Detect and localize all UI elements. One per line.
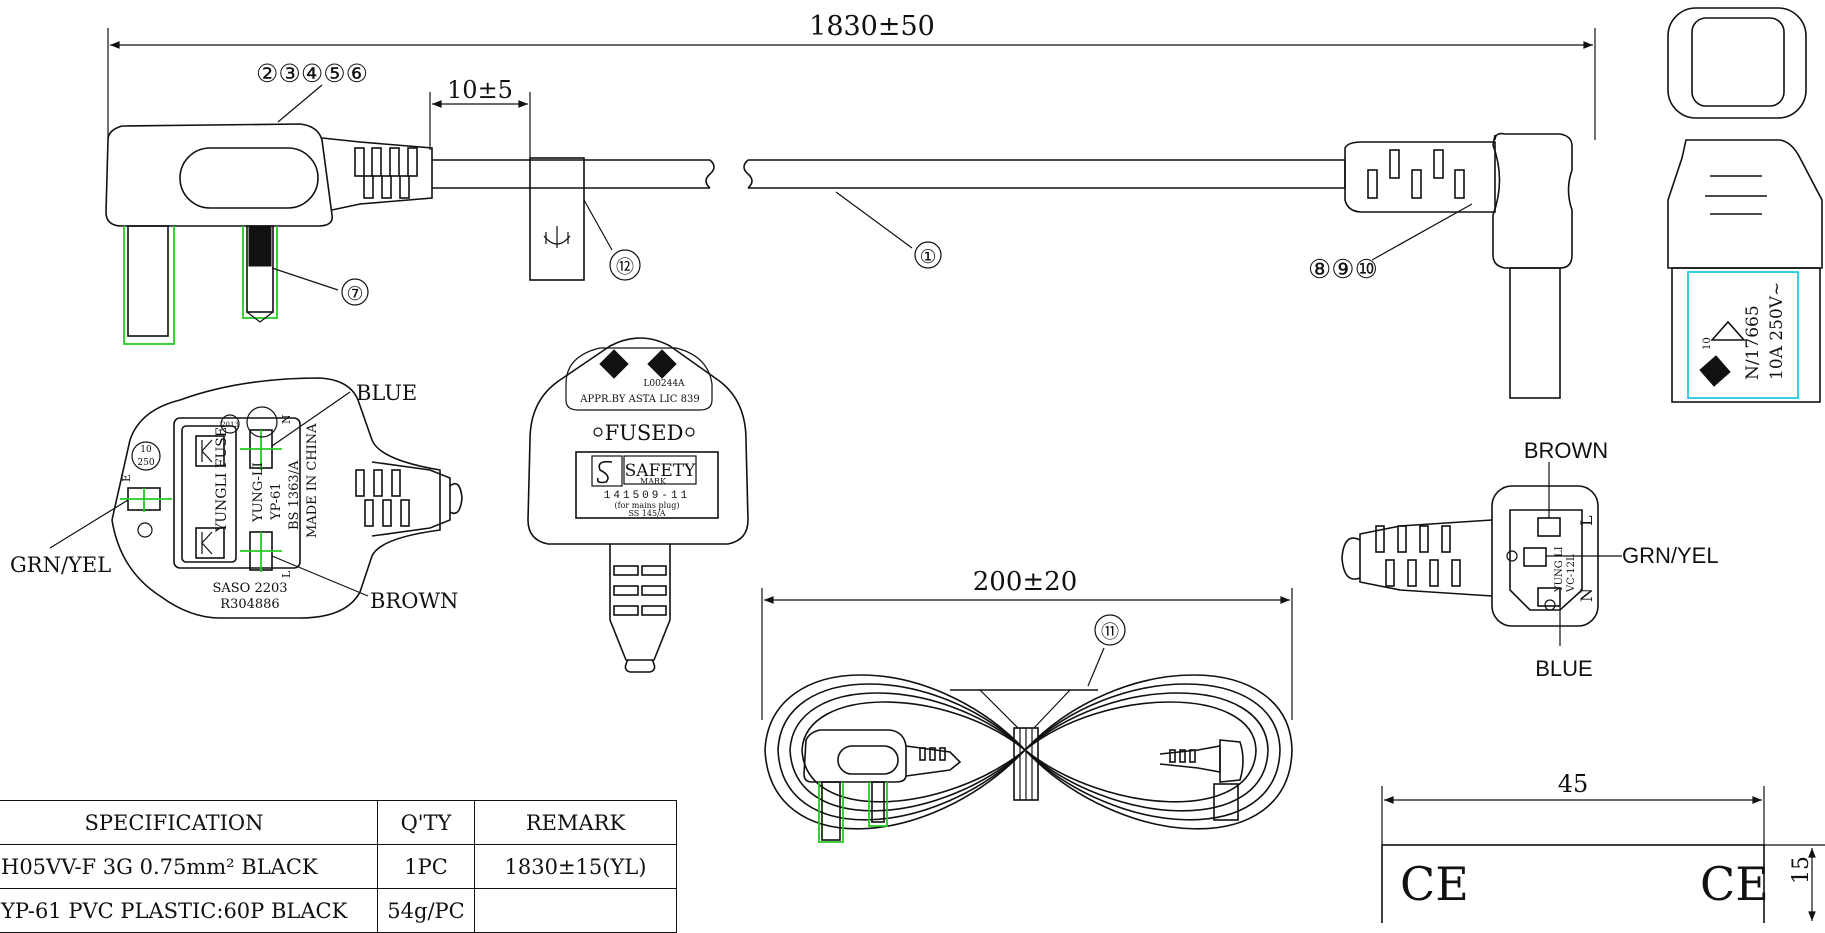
- plug-side-view: [105, 84, 433, 345]
- overall-length-dimension: 1830±50: [107, 11, 1596, 140]
- cable-bundle: [764, 647, 1293, 843]
- plug-license-code: L00244A: [643, 379, 685, 389]
- connector-wire-blue: BLUE: [1535, 656, 1592, 681]
- callout-connector-parts: ⑧⑨⑩: [1308, 255, 1378, 285]
- connector-cert-small: 10: [1702, 337, 1713, 350]
- ce-label: CE CE: [1381, 844, 1769, 923]
- label-width-value: 45: [1558, 770, 1589, 798]
- plug-standard: BS 1363/A: [287, 460, 302, 530]
- plug-origin: MADE IN CHINA: [305, 423, 320, 538]
- connector-cert: N/17665: [1743, 305, 1763, 380]
- bom-cell-spec: YP-61 PVC PLASTIC:60P BLACK: [0, 888, 378, 933]
- plug-saso: SASO 2203: [212, 581, 287, 596]
- callout-11-circle: [1094, 614, 1126, 646]
- plug-rating-bottom: 250: [137, 458, 154, 468]
- bom-header-qty: Q'TY: [377, 800, 475, 845]
- bom-cell-remark: [474, 888, 677, 933]
- bundle-length-value: 200±20: [973, 567, 1078, 597]
- connector-face-neutral: N: [1577, 588, 1596, 602]
- callout-12-circle: [609, 249, 641, 281]
- label-dimension: 45 15: [1381, 770, 1825, 921]
- bundle-dimension: 200±20: [761, 567, 1293, 720]
- plug-fuse-text: YUNGLI FUSE: [214, 427, 230, 533]
- callout-label-marker: ⑫: [616, 257, 634, 278]
- plug-safety: SAFETY: [625, 461, 696, 481]
- connector-wire-brown: BROWN: [1524, 438, 1608, 463]
- connector-rating: 10A 250V~: [1767, 282, 1787, 380]
- plug-cert-no: R304886: [220, 597, 279, 612]
- ce-mark-right: CE: [1700, 857, 1769, 911]
- callout-plug-parts: ②③④⑤⑥: [256, 59, 368, 88]
- connector-face-code: VC-12L: [1566, 554, 1577, 593]
- plug-rating-top: 10: [140, 445, 152, 455]
- plug-date-dial: 2013: [221, 421, 239, 429]
- connector-side-view: [1344, 132, 1573, 399]
- bom-row: H05VV-F 3G 0.75mm² BLACK 1PC 1830±15(YL): [0, 844, 677, 889]
- plug-for-mains: (for mains plug): [614, 501, 679, 510]
- bom-header-remark: REMARK: [474, 800, 677, 845]
- strip-dimension: 10±5: [429, 76, 531, 160]
- bom-table: SPECIFICATION Q'TY REMARK H05VV-F 3G 0.7…: [0, 800, 677, 933]
- bom-cell-remark: 1830±15(YL): [474, 844, 677, 889]
- bom-row: YP-61 PVC PLASTIC:60P BLACK 54g/PC: [0, 888, 677, 933]
- plug-neutral-letter: N: [280, 414, 293, 424]
- plug-ss-standard: SS 145/A: [628, 509, 665, 518]
- plug-face-view: 10 250 2013 YUNGLI FUSE YUNG-LI YP-61 BS…: [49, 377, 463, 619]
- bom-cell-spec: H05VV-F 3G 0.75mm² BLACK: [0, 844, 378, 889]
- connector-face-view: YUNG LI VC-12L L N: [1341, 462, 1622, 646]
- plug-model-1: YUNG-LI: [251, 462, 266, 523]
- ce-mark-left: CE: [1400, 857, 1469, 911]
- plug-safety-mark: MARK: [640, 477, 667, 486]
- plug-approval: APPR.BY ASTA LIC 839: [579, 394, 699, 405]
- cable-label-flag: [529, 157, 613, 281]
- plug-wire-brown: BROWN: [370, 589, 458, 613]
- cable-side: [432, 159, 1345, 249]
- plug-wire-earth: GRN/YEL: [10, 553, 111, 577]
- connector-face-model: YUNG LI: [1554, 546, 1565, 593]
- plug-model-2: YP-61: [269, 482, 284, 521]
- label-height-value: 15: [1789, 856, 1814, 884]
- bom-header-spec: SPECIFICATION: [0, 800, 378, 845]
- callout-1-circle: [914, 241, 942, 269]
- overall-length-value: 1830±50: [809, 11, 935, 42]
- bom-cell-qty: 1PC: [377, 844, 475, 889]
- bom-header-row: SPECIFICATION Q'TY REMARK: [0, 800, 677, 845]
- plug-wire-blue: BLUE: [356, 381, 417, 405]
- plug-safety-number: 141509-11: [604, 490, 690, 502]
- plug-earth-letter: E: [120, 474, 133, 482]
- plug-fused: FUSED: [605, 421, 684, 445]
- callout-7-circle: [341, 278, 369, 306]
- callout-pin: ⑦: [346, 283, 363, 305]
- bom-cell-qty: 54g/PC: [377, 888, 475, 933]
- strip-length-value: 10±5: [447, 76, 513, 104]
- connector-wire-earth: GRN/YEL: [1622, 543, 1719, 568]
- plug-top-view: L00244A APPR.BY ASTA LIC 839 FUSED SAFET…: [527, 337, 749, 673]
- connector-end-view: N/17665 10A 250V~ 10: [1667, 7, 1823, 403]
- callout-tie: ⑪: [1101, 622, 1119, 643]
- plug-live-letter: L: [280, 570, 293, 578]
- connector-face-live: L: [1577, 515, 1596, 526]
- callout-cable: ①: [919, 246, 936, 268]
